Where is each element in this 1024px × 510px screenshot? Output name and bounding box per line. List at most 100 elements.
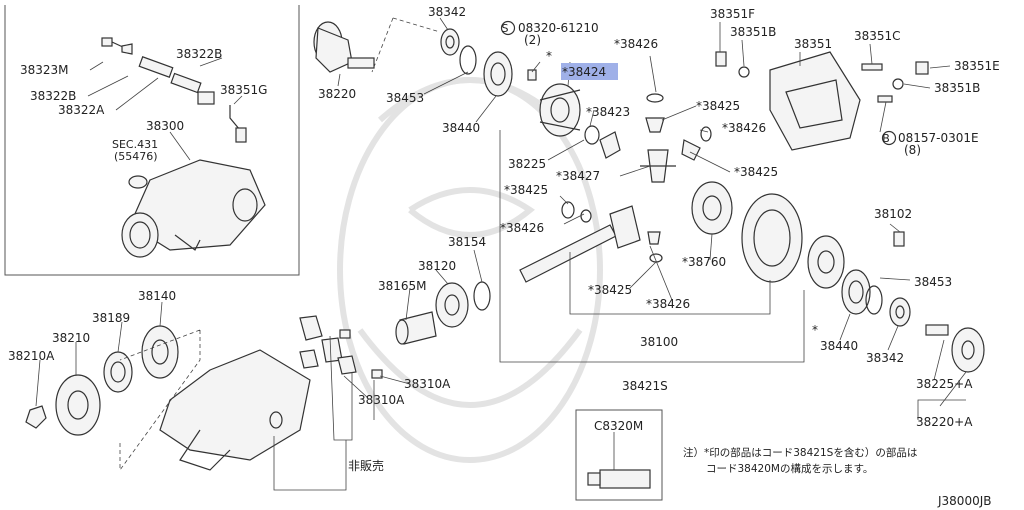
label-38342-bot: 38342 (866, 351, 904, 365)
label-38423: *38423 (586, 105, 630, 119)
shim-38453-top (459, 45, 477, 75)
label-38322A: 38322A (58, 103, 105, 117)
dashed-guide (371, 17, 394, 73)
bearing-38440-top (483, 51, 513, 97)
highlight-38424 (561, 63, 618, 80)
label-sec431-ref: (55476) (114, 150, 158, 163)
plug-38351F (715, 51, 750, 78)
label-38425-b: *38425 (734, 165, 778, 179)
label-38453-top: 38453 (386, 91, 424, 105)
label-38351F: 38351F (710, 7, 755, 21)
label-38351: 38351 (794, 37, 832, 51)
bolt-08320 (527, 69, 537, 81)
nut-38210A (25, 405, 47, 429)
label-38440-top: 38440 (442, 121, 480, 135)
label-38440-bot: 38440 (820, 339, 858, 353)
label-08157: 08157-0301E (898, 131, 979, 145)
label-38120: 38120 (418, 259, 456, 273)
footnote-line-1: 注）*印の部品はコード38421Sを含む）の部品は (683, 446, 917, 459)
label-38210A: 38210A (8, 349, 55, 363)
label-38342-top: 38342 (428, 5, 466, 19)
label-38220A: 38220+A (916, 415, 973, 429)
label-38322B-top: 38322B (176, 47, 222, 61)
label-38424: *38424 (562, 65, 606, 79)
label-38189: 38189 (92, 311, 130, 325)
footnote-line-2: コード38420Mの構成を示します。 (706, 462, 873, 475)
label-38102: 38102 (874, 207, 912, 221)
plug-38351E (892, 61, 929, 90)
part-labels: 38323M 38322B 38322B 38322A 38351G 38300… (8, 5, 1000, 473)
label-08320-circle: S (502, 22, 509, 35)
dashed-guide (392, 17, 441, 33)
label-38425-c: *38425 (504, 183, 548, 197)
side-retainers (299, 315, 383, 379)
bearing-38140 (141, 325, 179, 379)
bolt-38102 (893, 231, 905, 247)
label-38426-d: *38426 (646, 297, 690, 311)
label-38310A-b: 38310A (358, 393, 405, 407)
label-38210: 38210 (52, 331, 90, 345)
label-38225A: 38225+A (916, 377, 973, 391)
seal-38342-bot (889, 297, 911, 327)
label-38100: 38100 (640, 335, 678, 349)
bearing-38120 (435, 282, 469, 328)
flange-38220 (313, 21, 375, 73)
circle-s-icon (500, 20, 516, 36)
label-08320-qty: (2) (524, 33, 541, 47)
label-38351C: 38351C (854, 29, 901, 43)
circle-b-icon (881, 130, 897, 146)
label-not-sold: 非販売 (348, 458, 384, 473)
dashed-guide (119, 329, 201, 472)
label-38154: 38154 (448, 235, 486, 249)
label-38760: *38760 (682, 255, 726, 269)
spacer-38165M (395, 311, 437, 345)
inset-38322-sleeves (138, 56, 215, 105)
bolt-08157 (877, 95, 893, 103)
label-38323M: 38323M (20, 63, 69, 77)
label-star-top: * (546, 49, 552, 63)
label-38426-a: *38426 (614, 37, 658, 51)
label-38351E: 38351E (954, 59, 1000, 73)
flange-38220A (925, 324, 985, 373)
label-38300: 38300 (146, 119, 184, 133)
inset-38300-diff-assembly (121, 159, 266, 258)
label-38421S: 38421S (622, 379, 668, 393)
watermark-emblem (337, 77, 603, 463)
label-38220: 38220 (318, 87, 356, 101)
inset-38351G-breather (229, 105, 247, 143)
label-38426-c: *38426 (500, 221, 544, 235)
seal-38189 (103, 351, 133, 393)
flange-38210 (55, 374, 101, 436)
label-08320: 08320-61210 (518, 21, 599, 35)
label-38140: 38140 (138, 289, 176, 303)
shim-38453-bot (865, 285, 883, 315)
label-38425-d: *38425 (588, 283, 632, 297)
drive-pinion-38100 (519, 201, 663, 283)
inset-frame (4, 5, 300, 276)
seal-38342-top (440, 28, 460, 56)
c8320m-box (575, 409, 663, 501)
label-38351G: 38351G (220, 83, 267, 97)
washer-38423 (584, 125, 600, 145)
label-38453-bot: 38453 (914, 275, 952, 289)
inset-38323M-bolt (101, 37, 133, 55)
label-sec431: SEC.431 (112, 138, 158, 151)
label-C8320M: C8320M (594, 419, 643, 433)
pinion-shaft-38427 (640, 149, 676, 183)
bearing-38440-bot (841, 269, 871, 315)
side-gear-top (599, 131, 621, 159)
side-gear-38760 (691, 181, 733, 235)
label-38425-a: *38425 (696, 99, 740, 113)
rear-cover-38351 (769, 51, 861, 151)
ring-gear (741, 193, 803, 283)
label-38322B-bot: 38322B (30, 89, 76, 103)
label-38426-b: *38426 (722, 121, 766, 135)
label-38165M: 38165M (378, 279, 427, 293)
label-38225: 38225 (508, 157, 546, 171)
label-08157-circle: B (882, 132, 890, 145)
leader-lines (35, 17, 967, 491)
label-star-bot: * (812, 323, 818, 337)
diagram-code: J38000JB (937, 494, 991, 508)
label-38310A-a: 38310A (404, 377, 451, 391)
